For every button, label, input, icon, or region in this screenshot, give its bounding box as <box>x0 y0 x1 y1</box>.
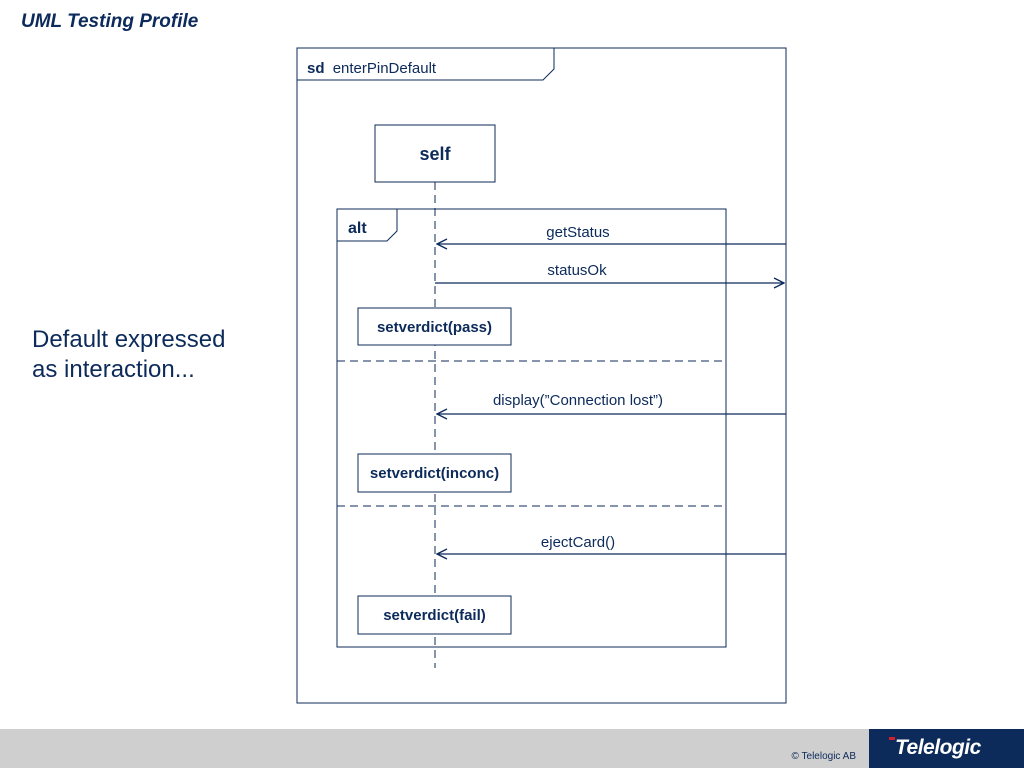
lifeline-label-self: self <box>419 144 451 164</box>
sd-name: enterPinDefault <box>333 60 437 77</box>
copyright-text: © Telelogic AB <box>791 751 856 762</box>
footer-bar <box>0 729 1024 768</box>
sd-keyword: sd <box>307 60 325 77</box>
logo-accent-mark <box>889 737 895 740</box>
caption-line-2: as interaction... <box>32 356 195 383</box>
message-label-ejectcard: ejectCard() <box>541 534 615 551</box>
action-box-fail <box>357 595 512 635</box>
lifeline-head-self <box>374 124 496 183</box>
action-box-inconc <box>357 453 512 493</box>
message-label-getstatus: getStatus <box>546 224 609 241</box>
slide-title: UML Testing Profile <box>21 11 199 32</box>
caption: Default expressed as interaction... <box>32 325 225 385</box>
alt-fragment-label: alt <box>348 220 367 237</box>
action-label-fail: setverdict(fail) <box>383 607 486 624</box>
alt-fragment <box>336 208 727 648</box>
message-label-statusok: statusOk <box>547 262 607 279</box>
alt-fragment-tab <box>337 209 398 242</box>
action-label-pass: setverdict(pass) <box>377 319 492 336</box>
message-label-display: display(”Connection lost”) <box>493 392 663 409</box>
action-label-inconc: setverdict(inconc) <box>370 465 499 482</box>
sd-frame-tab <box>297 48 555 81</box>
sd-frame <box>296 47 787 704</box>
sd-frame-label: sd enterPinDefault <box>307 60 437 77</box>
logo-text: Telelogic <box>895 736 981 759</box>
action-box-pass <box>357 307 512 346</box>
caption-line-1: Default expressed <box>32 326 226 353</box>
telelogic-logo: Telelogic <box>869 729 1024 768</box>
